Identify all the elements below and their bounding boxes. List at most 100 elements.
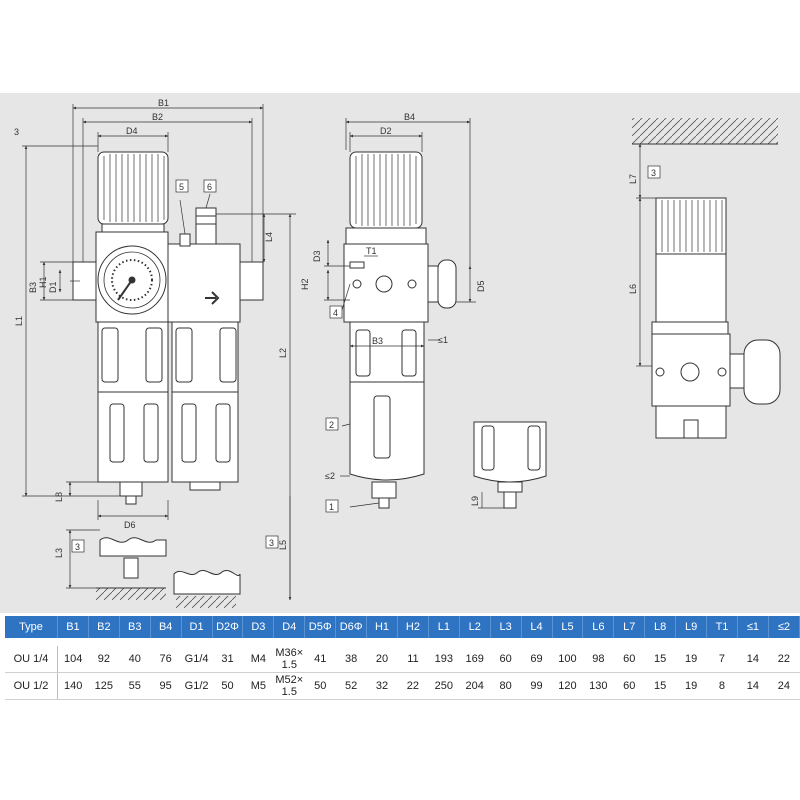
callout-3-mid: 3: [269, 538, 274, 548]
table-cell: 193: [428, 638, 460, 673]
lubricator-body: [167, 243, 241, 323]
column-header: L8: [644, 616, 677, 642]
left-view-dimensions: [22, 104, 296, 601]
column-header: H2: [397, 616, 429, 642]
right-view: [632, 118, 781, 439]
column-header: ≤1: [737, 616, 769, 642]
right-view-dimensions: [636, 143, 656, 367]
column-header: Type: [5, 616, 58, 642]
callout-3-right: 3: [651, 168, 656, 178]
dim-label-d4: D4: [126, 126, 138, 136]
table-cell: 24: [768, 672, 800, 700]
middle-view-dimensions: [324, 118, 476, 508]
table-cell: 31: [212, 638, 243, 673]
outlet-port: [239, 261, 264, 301]
dim-label-b1: B1: [158, 98, 169, 108]
table-cell: M52× 1.5: [273, 672, 305, 700]
callout-4: 4: [333, 308, 338, 318]
table-cell: 76: [150, 638, 182, 673]
table-cell: 19: [675, 672, 707, 700]
table-cell: 40: [119, 638, 151, 673]
callout-3-left: 3: [75, 542, 80, 552]
table-cell: 99: [521, 672, 552, 700]
column-header: T1: [706, 616, 738, 642]
column-header: B4: [150, 616, 182, 642]
column-header: B2: [88, 616, 120, 642]
dim-label-b4: B4: [404, 112, 415, 122]
column-header: L7: [613, 616, 646, 642]
table-cell: G1/2: [181, 672, 213, 700]
flow-arrow: [205, 291, 220, 305]
dim-label-l2: L2: [278, 348, 288, 358]
dim-label-s2: ≤2: [325, 471, 335, 481]
table-cell: 7: [706, 638, 738, 673]
column-header: L1: [428, 616, 460, 642]
callout-1: 1: [329, 502, 334, 512]
column-header: L2: [459, 616, 491, 642]
table-cell: 38: [335, 638, 367, 673]
side-gauge: [427, 265, 439, 303]
table-cell: 52: [335, 672, 367, 700]
table-cell: 22: [768, 638, 800, 673]
left-view-callouts: 5 6 3 3: [71, 179, 279, 553]
dim-label-l1: L1: [14, 316, 24, 326]
dim-label-h2: H2: [300, 278, 310, 290]
oil-fill-plug: [195, 207, 217, 245]
table-cell: 19: [675, 638, 707, 673]
table-cell: 69: [521, 638, 552, 673]
column-header: D1: [181, 616, 213, 642]
table-cell: 22: [397, 672, 429, 700]
dim-label-s1: ≤1: [438, 335, 448, 345]
column-header: D2Φ: [212, 616, 244, 642]
table-cell: 120: [552, 672, 583, 700]
column-header: B3: [119, 616, 151, 642]
dim-label-l8: L8: [54, 492, 64, 502]
table-cell: 60: [490, 638, 522, 673]
dim-label-b2: B2: [152, 112, 163, 122]
column-header: D3: [242, 616, 275, 642]
dim-label-d3: D3: [312, 250, 322, 262]
table-cell: 50: [304, 672, 336, 700]
column-header: L3: [490, 616, 522, 642]
middle-view: [343, 151, 457, 509]
mounted-knob: [655, 197, 727, 255]
column-header: D4: [273, 616, 306, 642]
dim-label-d2: D2: [380, 126, 392, 136]
table-cell: 60: [613, 672, 645, 700]
table-cell: 130: [582, 672, 614, 700]
table-cell: 41: [304, 638, 336, 673]
dim-label-l9: L9: [470, 496, 480, 506]
table-cell: 169: [459, 638, 491, 673]
dim-label-t1: T1: [366, 246, 377, 256]
table-cell: 50: [212, 672, 243, 700]
column-header: L9: [675, 616, 708, 642]
dim-label-b3: B3: [28, 282, 38, 293]
dim-label-l4: L4: [264, 232, 274, 242]
table-cell: 15: [644, 672, 676, 700]
drawing-area: B1 B2 D4 3 L1 L2 L4 B3 D1 H1 L8 D6 L3 L5…: [0, 93, 800, 613]
callout-2: 2: [329, 420, 334, 430]
bowl-detail: [473, 421, 547, 509]
table-cell: 14: [737, 638, 769, 673]
table-cell: 125: [88, 672, 120, 700]
middle-view-labels: B4 D2 D3 T1 H2 D5 B3 ≤1 ≤2: [300, 112, 486, 481]
left-view: [72, 151, 264, 608]
right-view-labels: L7 L6 3: [628, 165, 661, 294]
dim-label-d6: D6: [124, 520, 136, 530]
column-header: L5: [552, 616, 584, 642]
table-cell: 8: [706, 672, 738, 700]
column-header: D6Φ: [335, 616, 368, 642]
dim-label-b3-side: B3: [372, 336, 383, 346]
table-cell: M4: [242, 638, 274, 673]
table-cell: 14: [737, 672, 769, 700]
table-cell: 80: [490, 672, 522, 700]
table-cell: 100: [552, 638, 583, 673]
dim-label-d1: D1: [48, 281, 58, 293]
table-cell: M5: [242, 672, 274, 700]
type-cell: OU 1/2: [5, 672, 58, 700]
table-cell: 92: [88, 638, 120, 673]
